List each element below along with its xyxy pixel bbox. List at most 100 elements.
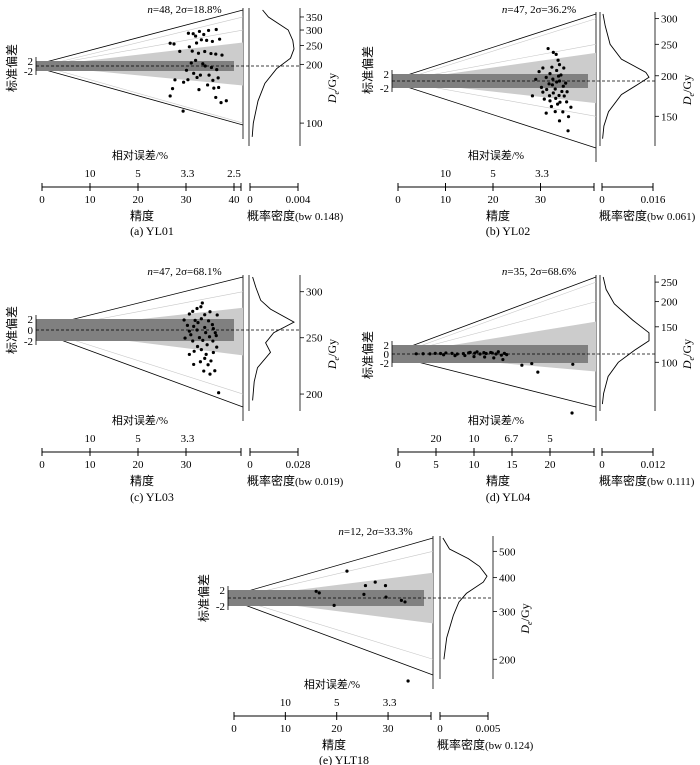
data-point — [192, 362, 196, 367]
sd-tick-label: 0 — [28, 325, 34, 337]
data-point — [203, 49, 207, 54]
data-point — [214, 52, 218, 56]
data-point — [550, 65, 554, 69]
fan-edge-bottom — [41, 332, 244, 408]
data-point — [182, 318, 186, 322]
precision-axis-label: 精度 — [130, 473, 154, 488]
data-point — [185, 323, 190, 327]
data-point — [551, 50, 555, 54]
data-point — [556, 58, 560, 62]
data-point — [205, 38, 209, 42]
precision-tick-label: 10 — [440, 194, 452, 206]
panel-header: n=47, 2σ=68.1% — [147, 266, 221, 278]
data-point — [537, 70, 541, 74]
density-tick-label: 0 — [247, 194, 253, 206]
density-axis-label: 概率密度(bw 0.148) — [247, 208, 344, 223]
rel-error-tick-label: 10 — [469, 433, 481, 445]
de-tick-label: 150 — [661, 322, 678, 334]
data-point — [183, 336, 187, 340]
data-point — [194, 41, 199, 45]
data-point — [204, 352, 208, 356]
data-point — [209, 65, 214, 70]
rel-error-label: 相对误差/% — [304, 677, 360, 691]
de-axis-label: De/Gy — [325, 339, 341, 370]
de-tick-label: 250 — [661, 277, 678, 289]
precision-tick-label: 20 — [133, 194, 145, 206]
data-point — [438, 351, 443, 356]
precision-tick-label: 10 — [280, 723, 292, 735]
data-point — [317, 591, 321, 595]
data-point — [187, 312, 191, 316]
data-point — [557, 119, 562, 123]
data-point — [490, 351, 494, 355]
data-point — [212, 86, 216, 90]
data-point — [551, 91, 555, 95]
density-tick-label: 0.016 — [641, 194, 666, 206]
sd-band — [36, 319, 234, 341]
data-point — [444, 351, 448, 355]
data-point — [483, 355, 487, 359]
data-point — [213, 369, 217, 373]
density-tick-label: 0 — [437, 723, 443, 735]
data-point — [570, 411, 574, 415]
data-point — [182, 80, 186, 84]
sd-tick-label: 2 — [220, 585, 226, 597]
data-point — [213, 331, 217, 335]
radial-guide — [397, 281, 597, 355]
sd-tick-label: -2 — [380, 358, 389, 370]
data-point — [210, 39, 214, 44]
de-tick-label: 200 — [306, 389, 323, 401]
precision-axis-label: 精度 — [486, 208, 510, 223]
data-point — [544, 75, 548, 79]
data-point — [199, 348, 203, 352]
density-curve — [252, 276, 295, 401]
data-point — [178, 49, 182, 53]
data-point — [203, 313, 207, 317]
sd-tick-label: -2 — [380, 83, 389, 95]
data-point — [421, 352, 425, 356]
data-point — [541, 90, 545, 94]
density-curve — [601, 276, 650, 405]
data-point — [403, 600, 407, 604]
panel-caption: (c) YL03 — [130, 490, 174, 504]
density-axis-label: 概率密度(bw 0.111) — [599, 473, 695, 488]
data-point — [194, 58, 198, 62]
density-tick-label: 0.012 — [641, 459, 666, 471]
data-point — [561, 84, 565, 88]
data-point — [566, 129, 570, 133]
data-point — [191, 339, 195, 343]
data-point — [208, 310, 212, 314]
data-point — [555, 68, 559, 73]
data-point — [214, 95, 218, 100]
precision-axis-label: 精度 — [322, 737, 346, 752]
data-point — [186, 31, 190, 35]
de-axis-label: De/Gy — [680, 75, 696, 106]
de-tick-label: 500 — [499, 546, 516, 558]
data-point — [192, 349, 196, 353]
data-point — [505, 353, 509, 357]
data-point — [203, 325, 207, 330]
data-point — [192, 324, 196, 328]
precision-tick-label: 5 — [433, 459, 439, 471]
panel-caption: (b) YL02 — [486, 224, 531, 238]
data-point — [211, 350, 215, 355]
rel-error-tick-label: 5 — [135, 433, 141, 445]
precision-tick-label: 20 — [331, 723, 343, 735]
data-point — [556, 102, 560, 106]
data-point — [565, 100, 569, 104]
data-point — [198, 360, 202, 364]
de-tick-label: 300 — [661, 14, 678, 26]
de-tick-label: 200 — [661, 71, 678, 83]
panel-caption: (e) YLT18 — [319, 753, 369, 765]
data-point — [217, 391, 221, 395]
de-tick-label: 200 — [499, 654, 516, 666]
de-tick-label: 300 — [306, 287, 323, 299]
sd-tick-label: 2 — [384, 340, 390, 352]
precision-tick-label: 10 — [85, 194, 97, 206]
data-point — [562, 94, 566, 98]
data-point — [219, 101, 223, 105]
panel-caption: (a) YL01 — [130, 224, 174, 238]
